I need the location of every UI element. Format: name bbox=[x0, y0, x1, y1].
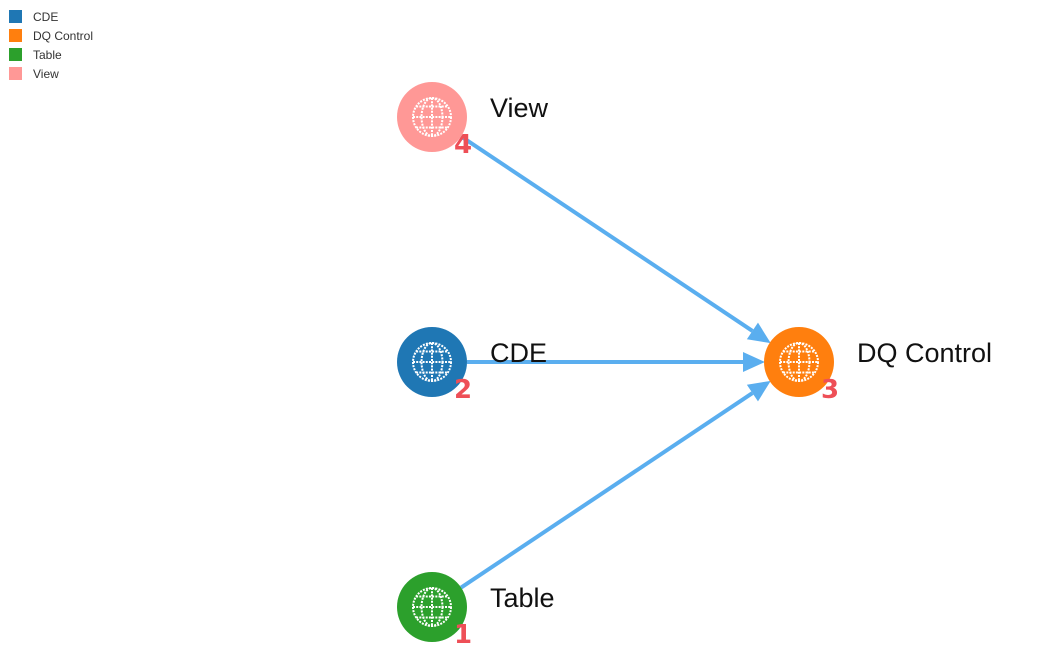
globe-icon bbox=[412, 587, 452, 627]
arrowhead bbox=[746, 322, 771, 344]
legend-item-cde[interactable]: CDE bbox=[9, 7, 93, 26]
edges-layer bbox=[459, 134, 771, 590]
legend-label-dq-control: DQ Control bbox=[33, 28, 94, 43]
legend-item-view[interactable]: View bbox=[9, 64, 93, 83]
legend-item-dq-control[interactable]: DQ Control bbox=[9, 26, 93, 45]
arrowhead bbox=[743, 352, 765, 372]
node-circle bbox=[397, 327, 467, 397]
globe-icon bbox=[412, 97, 452, 137]
legend-swatch-dq-control bbox=[9, 29, 22, 42]
edge-view-to-dq[interactable] bbox=[459, 134, 771, 344]
node-label: CDE bbox=[490, 338, 547, 368]
node-view[interactable]: 4 View bbox=[397, 82, 549, 160]
legend-swatch-cde bbox=[9, 10, 22, 23]
legend-swatch-table bbox=[9, 48, 22, 61]
legend-label-view: View bbox=[33, 66, 59, 81]
legend-label-table: Table bbox=[33, 47, 62, 62]
legend-item-table[interactable]: Table bbox=[9, 45, 93, 64]
edge-line bbox=[459, 391, 754, 590]
node-dq[interactable]: 3 DQ Control bbox=[764, 327, 992, 405]
nodes-layer: 4 View 2 CDE 3 DQ Control 1 Table bbox=[397, 82, 992, 650]
globe-icon bbox=[779, 342, 819, 382]
node-circle bbox=[764, 327, 834, 397]
globe-icon bbox=[412, 342, 452, 382]
node-index: 2 bbox=[454, 375, 472, 405]
node-index: 4 bbox=[454, 130, 472, 160]
legend-swatch-view bbox=[9, 67, 22, 80]
node-label: DQ Control bbox=[857, 338, 992, 368]
node-index: 1 bbox=[454, 620, 472, 650]
edge-cde-to-dq[interactable] bbox=[467, 352, 765, 372]
legend-label-cde: CDE bbox=[33, 9, 59, 24]
node-table[interactable]: 1 Table bbox=[397, 572, 555, 650]
node-circle bbox=[397, 82, 467, 152]
legend: CDE DQ Control Table View bbox=[9, 7, 93, 83]
node-circle bbox=[397, 572, 467, 642]
node-cde[interactable]: 2 CDE bbox=[397, 327, 547, 405]
node-label: View bbox=[490, 93, 549, 123]
edge-line bbox=[459, 134, 754, 333]
node-index: 3 bbox=[821, 375, 839, 405]
edge-table-to-dq[interactable] bbox=[459, 380, 771, 590]
node-label: Table bbox=[490, 583, 555, 613]
arrowhead bbox=[746, 380, 771, 402]
